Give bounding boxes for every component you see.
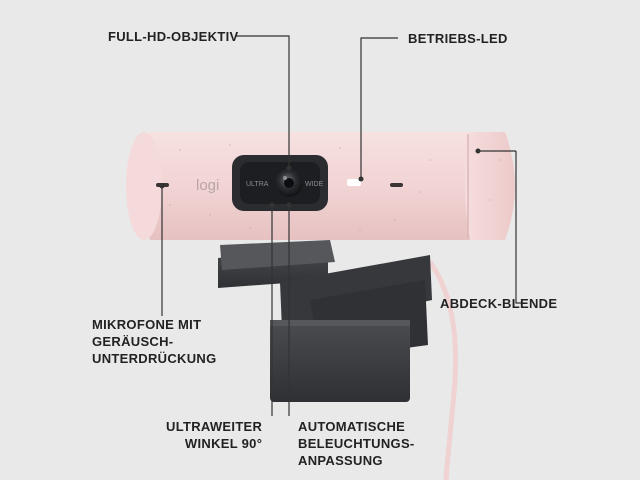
callout-ultrawide: ULTRAWEITER WINKEL 90° <box>166 419 263 451</box>
brand-logo: logi <box>196 177 219 194</box>
usb-cable <box>427 260 459 480</box>
status-led <box>347 179 361 186</box>
callout-mics: MIKROFONE MIT GERÄUSCH- UNTERDRÜCKUNG <box>92 317 217 366</box>
mic-right <box>390 183 403 187</box>
callout-led: BETRIEBS-LED <box>408 31 508 46</box>
lens-label-left: ULTRA <box>246 181 269 188</box>
lens-label-right: WIDE <box>305 181 324 188</box>
mount-stand <box>218 240 432 402</box>
callout-privacy-shade: ABDECK-BLENDE <box>440 296 558 311</box>
camera-body <box>126 132 515 240</box>
callout-dots <box>159 148 481 208</box>
callout-auto-light: AUTOMATISCHE BELEUCHTUNGS- ANPASSUNG <box>298 419 415 468</box>
callout-lines <box>161 35 524 416</box>
callout-lens: FULL-HD-OBJEKTIV <box>108 29 239 44</box>
